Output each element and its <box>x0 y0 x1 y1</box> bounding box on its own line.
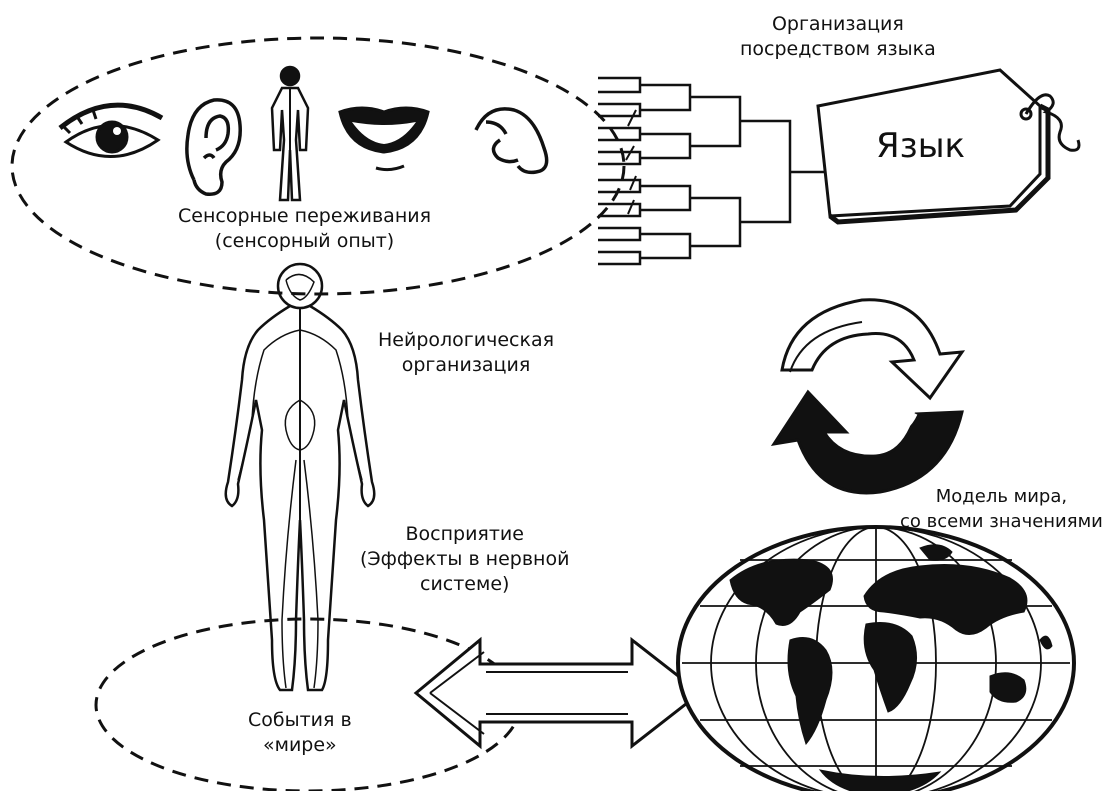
cycle-arrows-icon <box>774 300 962 493</box>
perception-line-1: Восприятие <box>360 522 569 547</box>
nose-icon <box>476 109 547 173</box>
neuro-label: Нейрологическая организация <box>378 328 554 378</box>
neuro-line-1: Нейрологическая <box>378 328 554 353</box>
language-org-label: Организация посредством языка <box>740 12 936 62</box>
ear-icon <box>187 100 240 194</box>
sensory-label: Сенсорные переживания (сенсорный опыт) <box>178 204 431 254</box>
sensory-line-1: Сенсорные переживания <box>178 204 431 229</box>
double-arrow-icon <box>416 640 700 746</box>
body-icon <box>272 67 308 200</box>
perception-line-2: (Эффекты в нервной <box>360 547 569 572</box>
perception-label: Восприятие (Эффекты в нервной системе) <box>360 522 569 597</box>
events-line-1: События в <box>248 708 352 733</box>
sensory-oval <box>12 38 624 294</box>
language-tag-label: Язык <box>876 126 965 166</box>
branching-tree-icon <box>598 78 828 264</box>
perception-line-3: системе) <box>360 572 569 597</box>
events-label: События в «мире» <box>248 708 352 758</box>
events-line-2: «мире» <box>248 733 352 758</box>
neuro-line-2: организация <box>378 353 554 378</box>
world-map-globe-icon <box>678 527 1074 791</box>
language-org-line-2: посредством языка <box>740 37 936 62</box>
mouth-icon <box>340 108 428 170</box>
world-model-label: Модель мира, со всеми значениями <box>900 484 1103 534</box>
sensory-line-2: (сенсорный опыт) <box>178 229 431 254</box>
eye-icon <box>60 105 162 156</box>
human-nervous-system-icon <box>226 264 375 690</box>
world-model-line-2: со всеми значениями <box>900 509 1103 534</box>
language-org-line-1: Организация <box>740 12 936 37</box>
world-model-line-1: Модель мира, <box>900 484 1103 509</box>
